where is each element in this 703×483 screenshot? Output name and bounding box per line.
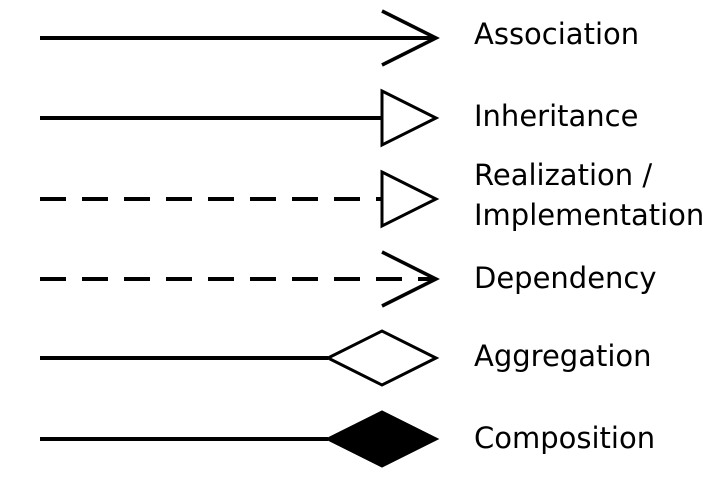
- realization-label: Realization / Implementation: [474, 155, 703, 235]
- realization-hollow-triangle-icon: [380, 169, 440, 229]
- composition-label: Composition: [474, 421, 656, 455]
- composition-connector: [40, 410, 440, 468]
- association-open-arrow-icon: [381, 9, 440, 67]
- aggregation-hollow-diamond-icon: [324, 329, 440, 387]
- inheritance-connector: [40, 88, 440, 148]
- realization-label-line-1: Realization /: [474, 158, 653, 192]
- inheritance-label: Inheritance: [474, 99, 639, 133]
- dependency-open-arrow-icon: [381, 250, 440, 308]
- aggregation-connector: [40, 329, 440, 387]
- composition-filled-diamond-icon: [324, 410, 440, 468]
- aggregation-label: Aggregation: [474, 339, 652, 373]
- realization-label-line-2: Implementation: [474, 198, 703, 232]
- association-connector: [40, 9, 440, 67]
- inheritance-hollow-triangle-icon: [380, 88, 440, 148]
- dependency-connector: [40, 250, 440, 308]
- dependency-label: Dependency: [474, 261, 657, 295]
- association-label: Association: [474, 17, 640, 51]
- realization-connector: [40, 169, 440, 229]
